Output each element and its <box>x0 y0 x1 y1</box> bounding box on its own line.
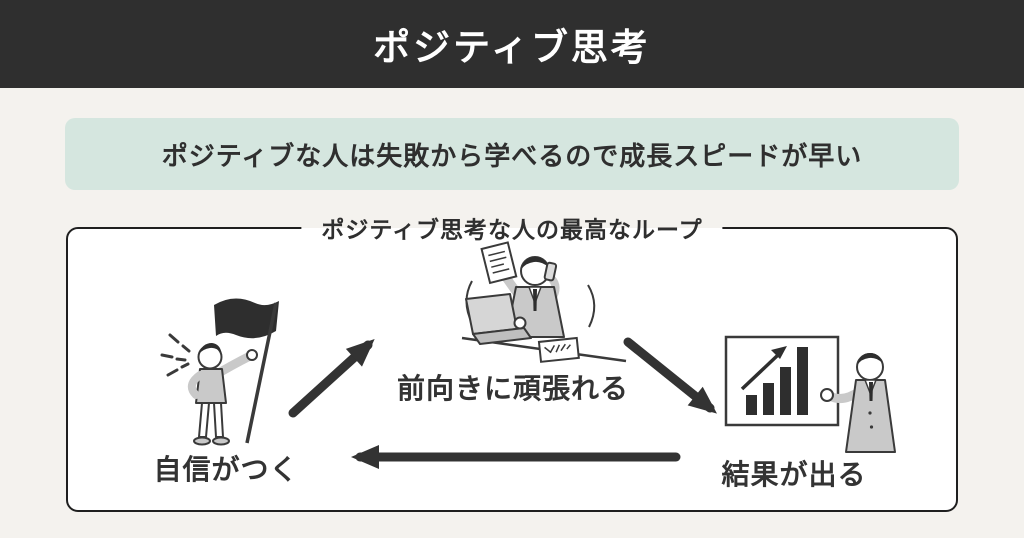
arrow-effort-to-results <box>623 337 718 414</box>
loop-title: ポジティブ思考な人の最高なループ <box>301 208 723 247</box>
node-label-results: 結果が出る <box>721 459 867 490</box>
loop-diagram-box: ポジティブ思考な人の最高なループ <box>66 208 958 512</box>
arrow-confidence-to-effort <box>288 338 375 418</box>
node-label-effort: 前向きに頑張れる <box>396 373 630 404</box>
key-message-text: ポジティブな人は失敗から学べるので成長スピードが早い <box>161 140 863 171</box>
title-bar: ポジティブ思考 <box>0 0 1024 88</box>
rising-bar-chart-icon <box>746 347 808 415</box>
flag-bearer-illustration-icon <box>160 298 279 446</box>
presenter-with-chart-illustration-icon <box>724 335 896 453</box>
busy-worker-illustration-icon <box>461 241 627 363</box>
node-label-confidence: 自信がつく <box>153 454 299 485</box>
key-message-banner: ポジティブな人は失敗から学べるので成長スピードが早い <box>65 118 959 190</box>
page-title: ポジティブ思考 <box>373 27 651 68</box>
